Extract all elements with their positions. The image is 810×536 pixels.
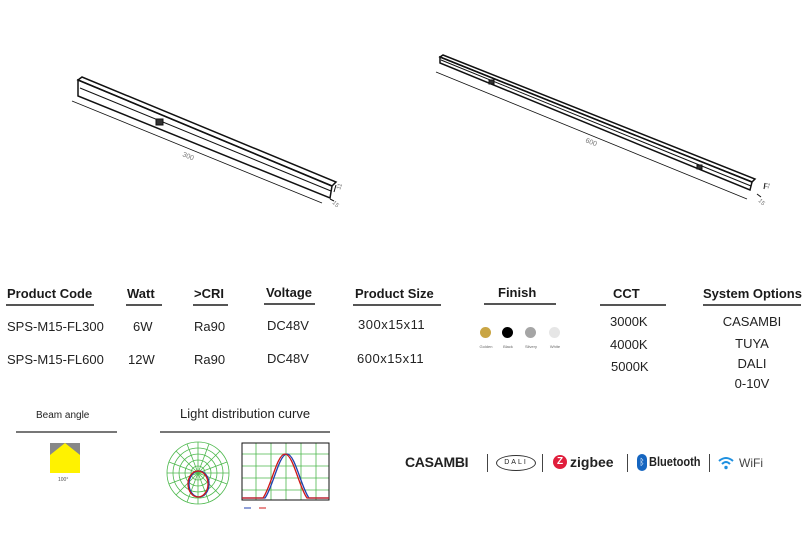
system-option: CASAMBI — [722, 314, 782, 329]
header-watt: Watt — [127, 286, 155, 301]
header-voltage: Voltage — [266, 285, 312, 300]
row-1-code: SPS-M15-FL300 — [7, 319, 104, 334]
divider — [542, 454, 543, 472]
divider — [487, 454, 488, 472]
divider — [627, 454, 628, 472]
zigbee-logo: zigbee — [570, 454, 614, 470]
row-2-size: 600x15x11 — [357, 351, 425, 366]
header-product-code: Product Code — [7, 286, 93, 301]
length-dimension-600: 600 — [584, 137, 598, 148]
casambi-logo: CASAMBI — [405, 454, 469, 470]
finish-swatch-silvery — [525, 327, 536, 338]
divider — [709, 454, 710, 472]
dali-logo: DALI — [496, 455, 536, 471]
row-1-watt: 6W — [133, 319, 153, 334]
finish-label: White — [549, 344, 561, 349]
header-system-options: System Options — [703, 286, 802, 301]
row-1-voltage: DC48V — [267, 318, 309, 333]
finish-swatch-black — [502, 327, 513, 338]
beam-angle-icon — [50, 443, 80, 473]
finish-swatch-golden — [480, 327, 491, 338]
light-curve-title: Light distribution curve — [180, 406, 311, 421]
wifi-label: WiFi — [739, 456, 763, 470]
drawing-600 — [435, 54, 766, 200]
cct-value: 3000K — [610, 314, 648, 329]
finish-label: Silvery — [524, 344, 537, 349]
system-option: 0-10V — [734, 376, 770, 391]
bluetooth-icon: ᛒ — [637, 454, 647, 471]
length-dimension-300: 300 — [181, 151, 195, 162]
cct-value: 5000K — [611, 359, 649, 374]
row-1-cri: Ra90 — [194, 319, 226, 334]
divider — [6, 304, 94, 306]
bluetooth-logo: Bluetooth — [649, 454, 701, 469]
row-1-size: 300x15x11 — [358, 317, 426, 332]
divider — [193, 304, 228, 306]
width-dimension: 15 — [757, 198, 766, 207]
divider — [126, 304, 162, 306]
cartesian-distribution-chart — [241, 442, 330, 509]
height-dimension: 11 — [336, 182, 344, 191]
divider — [16, 431, 117, 433]
wifi-icon — [718, 457, 734, 470]
row-2-code: SPS-M15-FL600 — [7, 352, 104, 367]
row-2-cri: Ra90 — [194, 352, 226, 367]
divider — [353, 304, 441, 306]
beam-angle-title: Beam angle — [36, 410, 90, 421]
header-product-size: Product Size — [355, 286, 434, 301]
header-finish: Finish — [498, 285, 537, 300]
cct-value: 4000K — [610, 337, 648, 352]
divider — [264, 303, 315, 305]
system-option: TUYA — [735, 336, 769, 351]
row-2-watt: 12W — [128, 352, 155, 367]
finish-label: Black — [503, 344, 513, 349]
header-cct: CCT — [613, 286, 640, 301]
row-2-voltage: DC48V — [267, 351, 309, 366]
finish-swatch-white — [549, 327, 560, 338]
divider — [160, 431, 330, 433]
drawing-300 — [71, 76, 338, 204]
divider — [600, 304, 666, 306]
polar-distribution-chart — [166, 441, 230, 505]
product-drawings: 300 11 15 600 11 15 — [71, 54, 772, 210]
divider — [703, 304, 801, 306]
finish-label: Golden — [479, 344, 493, 349]
width-dimension: 15 — [331, 200, 340, 209]
height-dimension: 11 — [764, 181, 772, 190]
header-cri: >CRI — [194, 286, 224, 301]
system-option: DALI — [737, 356, 767, 371]
divider — [484, 303, 556, 305]
zigbee-icon: Z — [553, 455, 567, 469]
beam-angle-value: 100° — [58, 477, 69, 483]
